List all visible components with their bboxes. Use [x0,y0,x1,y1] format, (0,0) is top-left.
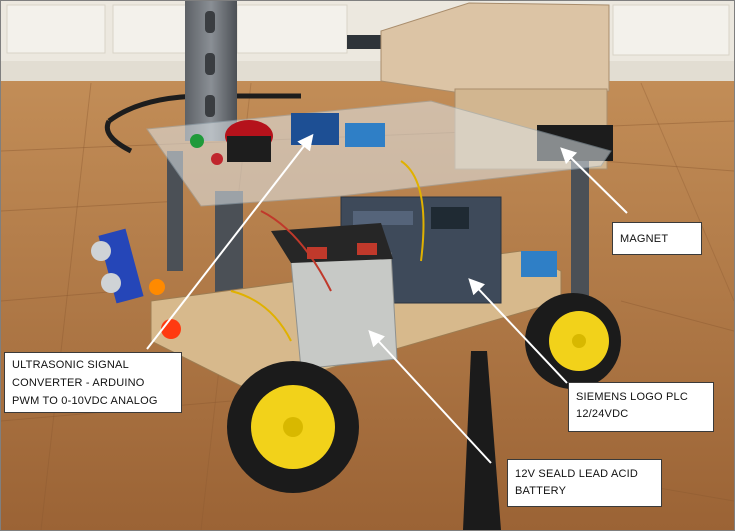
plc-label-line-1: SIEMENS LOGO PLC [576,391,689,403]
ultrasonic-label-line-2: CONVERTER - ARDUINO [12,377,145,389]
battery-label-line-2: BATTERY [515,485,567,497]
rear-wheel [525,293,621,389]
magnet-label-line-1: MAGNET [620,233,669,245]
background-cabinets [1,1,734,83]
ultrasonic-label-line-1: ULTRASONIC SIGNAL [12,359,129,371]
battery-label: 12V SEALD LEAD ACID BATTERY [507,459,662,507]
battery [290,252,398,370]
ultrasonic-converter-label: ULTRASONIC SIGNAL CONVERTER - ARDUINO PW… [4,352,182,413]
plc-label-line-2: 12/24VDC [576,408,629,420]
plc-label: SIEMENS LOGO PLC 12/24VDC [568,382,714,432]
magnet-label: MAGNET [612,222,702,255]
front-wheel [227,361,359,493]
ultrasonic-label-line-3: PWM TO 0-10VDC ANALOG [12,395,158,407]
battery-label-line-1: 12V SEALD LEAD ACID [515,468,639,480]
